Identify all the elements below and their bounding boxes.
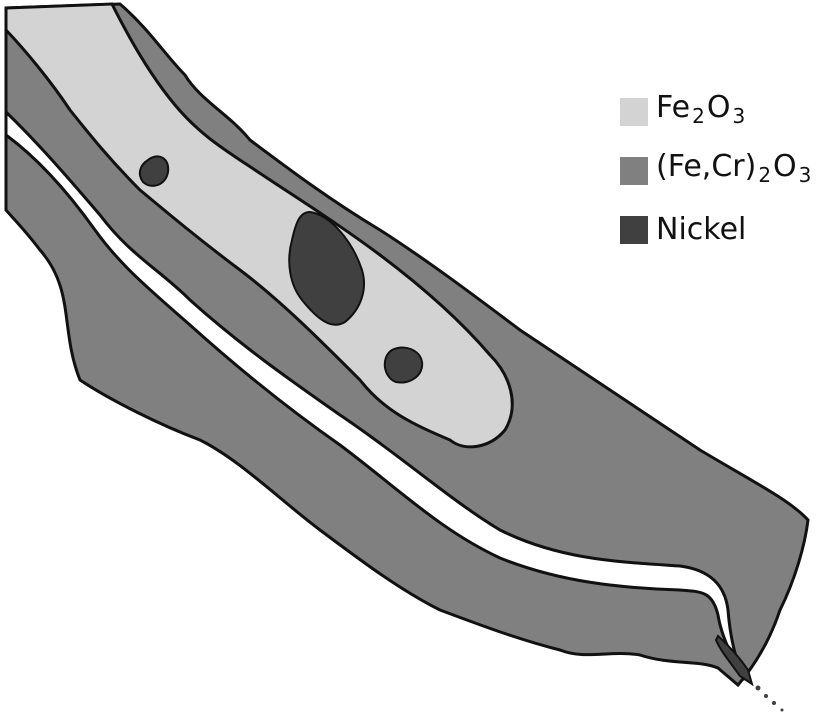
crack-tip-dot — [781, 709, 784, 712]
crack-tip-dot — [772, 701, 776, 705]
legend-label-nickel: Nickel — [656, 213, 746, 247]
legend-item-nickel: Nickel — [620, 213, 813, 247]
legend-swatch-fe2o3 — [620, 98, 648, 126]
crack-tip-dot — [764, 694, 768, 698]
nickel-inclusion-medium — [385, 348, 422, 383]
legend-swatch-nickel — [620, 216, 648, 244]
crack-tip-dots — [756, 686, 784, 712]
legend-swatch-fecr2o3 — [620, 157, 648, 185]
crack-tip-dot — [756, 686, 761, 691]
